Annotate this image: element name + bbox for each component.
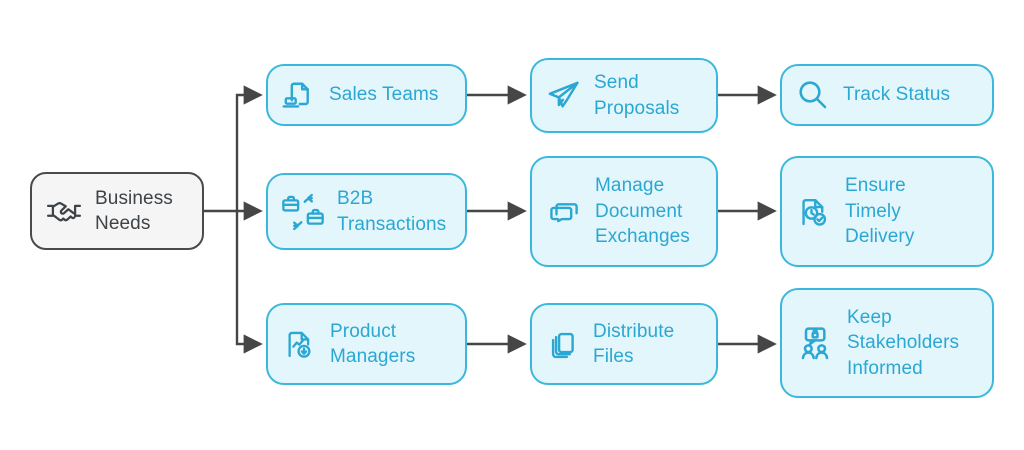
node-ensure-timely-delivery: Ensure Timely Delivery: [780, 156, 994, 267]
node-label: Sales Teams: [329, 84, 439, 106]
node-send-proposals: Send Proposals: [530, 58, 718, 133]
node-label: B2B Transactions: [337, 188, 447, 235]
node-track-status: Track Status: [780, 64, 994, 126]
node-distribute-files: Distribute Files: [530, 303, 718, 385]
node-label: Manage Document Exchanges: [595, 175, 690, 248]
node-label: Business Needs: [95, 187, 173, 234]
node-sales-teams: Sales Teams: [266, 64, 467, 126]
node-label: Distribute Files: [593, 320, 675, 367]
connector-root-to-sales: [235, 85, 263, 211]
node-product-managers: Product Managers: [266, 303, 467, 385]
node-label: Keep Stakeholders Informed: [847, 306, 960, 379]
paper-plane-icon: [545, 77, 582, 114]
node-keep-stakeholders-informed: Keep Stakeholders Informed: [780, 288, 994, 398]
node-label: Ensure Timely Delivery: [845, 175, 915, 248]
node-manage-document-exchanges: Manage Document Exchanges: [530, 156, 718, 267]
briefcase-exchange-icon: [281, 193, 325, 231]
node-b2b-transactions: B2B Transactions: [266, 173, 467, 250]
files-stack-icon: [545, 326, 581, 362]
document-clock-check-icon: [795, 193, 833, 231]
stakeholders-chat-lock-icon: [795, 323, 835, 363]
node-label: Product Managers: [330, 320, 416, 367]
node-label: Send Proposals: [594, 72, 680, 119]
document-cards-icon: [545, 194, 583, 230]
node-business-needs: Business Needs: [30, 172, 204, 250]
connector-root-to-product: [235, 211, 263, 354]
handshake-icon: [45, 193, 83, 229]
node-label: Track Status: [843, 84, 951, 106]
document-laptop-icon: [281, 77, 317, 113]
report-download-icon: [281, 326, 318, 363]
magnifier-icon: [795, 77, 831, 113]
